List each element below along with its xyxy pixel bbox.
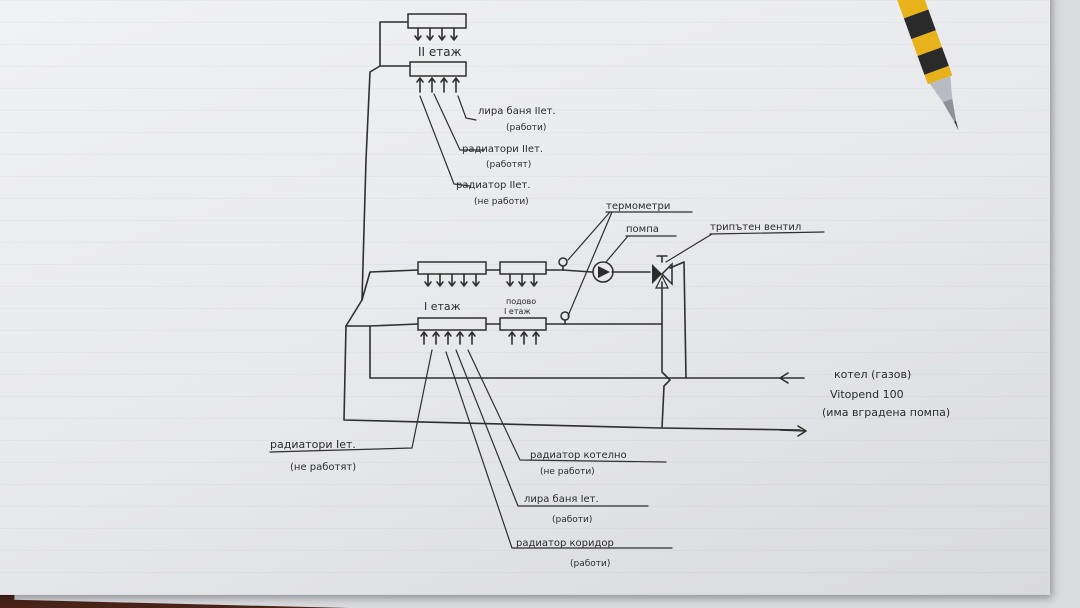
underfloor-supply-manifold [499,261,547,287]
label-thermometers: термометри [606,201,670,212]
label-radiators2: радиатори IIет. [462,144,543,155]
pipe-floor2-supply [379,21,411,67]
paper-sheet [0,0,1050,595]
floor1-return-manifold [417,317,487,345]
labels: II етаж лира баня IIет. (работи) радиато… [270,45,950,569]
pump-icon [592,261,614,283]
label-radiator2-status: (не работи) [474,197,529,207]
label-radiator-corridor-status: (работи) [570,559,610,569]
floor2-supply-manifold [407,13,467,41]
pipe-valve-down [661,323,671,429]
three-way-valve-icon [652,255,673,289]
pipe-riser-left [343,65,801,431]
label-lira-bath2-status: (работи) [506,123,546,133]
label-radiator-boiler-room: радиатор котелно [530,450,627,461]
label-radiators1: радиатори Iет. [270,438,356,451]
label-underfloor-floor: I етаж [504,307,531,316]
label-radiator-boiler-room-status: (не работи) [540,467,595,477]
label-boiler-note: (има вградена помпа) [822,406,950,419]
pipe-valve-right [669,261,687,379]
pipe-underfloor-supply [545,269,593,273]
floor1-supply-manifold [417,261,487,287]
pipe-riser-inner [361,269,419,301]
underfloor-return-manifold [499,317,547,345]
arrow-to-boiler-icon [779,425,807,437]
label-boiler: котел (газов) [834,368,911,381]
leader-lines [269,93,825,549]
arrow-from-boiler-icon [779,372,805,384]
thermometer-icon [558,257,568,271]
label-lira-bath1: лира баня Iет. [524,494,599,505]
pipe-return-to-valve [485,281,663,325]
label-radiators2-status: (работят) [486,160,531,170]
label-floor1: I етаж [424,300,461,313]
thermometer-icon [560,311,570,325]
label-lira-bath2: лира баня IIет. [478,106,556,117]
pipe-lower-return [369,325,781,379]
pipe-return-main [345,323,419,327]
label-boiler-model: Vitopend 100 [830,388,904,401]
label-radiator-corridor: радиатор коридор [516,538,614,549]
label-underfloor: подово [506,297,536,306]
label-lira-bath1-status: (работи) [552,515,592,525]
floor2-return-manifold [409,61,467,93]
label-floor2: II етаж [418,45,462,59]
label-radiators1-status: (не работят) [290,462,356,473]
label-three-way-valve: трипътен вентил [710,222,801,233]
pencil-icon [895,0,959,131]
pipes [343,21,807,437]
label-pump: помпа [626,224,659,235]
label-radiator2: радиатор IIет. [456,180,531,191]
